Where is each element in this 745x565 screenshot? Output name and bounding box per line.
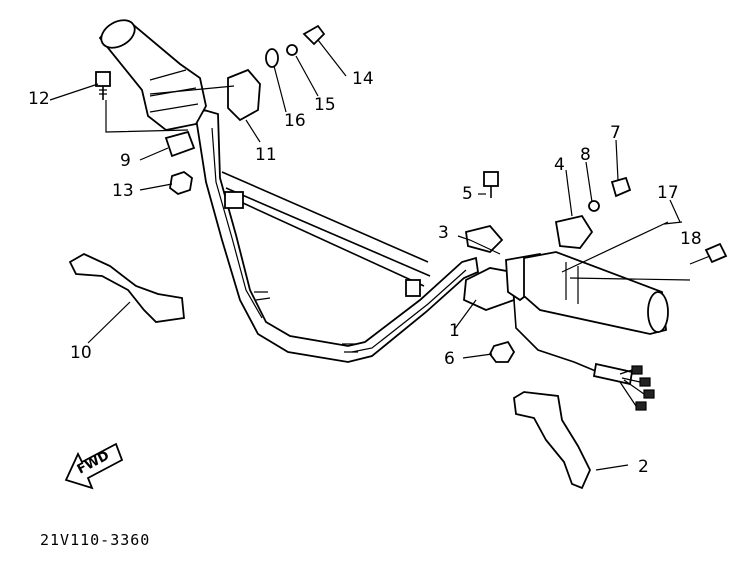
reference-code: 21V110-3360 (40, 531, 150, 549)
part-10-lever (68, 252, 185, 323)
callout-1: 1 (449, 321, 460, 341)
part-16-washer (265, 48, 279, 68)
fwd-direction-arrow: FWD (64, 442, 124, 490)
callout-labels: 1 2 3 4 5 6 7 8 9 10 11 12 13 14 15 16 1… (28, 69, 702, 477)
part-13-nut (169, 170, 193, 196)
callout-4: 4 (554, 155, 565, 175)
left-grip-housing (98, 19, 207, 131)
part-11-clamp (227, 68, 261, 122)
part-9-clamp (164, 130, 196, 158)
switch-cable (513, 299, 599, 373)
part-7-bolt (610, 176, 632, 198)
callout-7: 7 (610, 123, 621, 143)
callout-3: 3 (438, 223, 449, 243)
part-15-washer (286, 44, 298, 56)
callout-11: 11 (255, 145, 277, 165)
callout-18: 18 (680, 229, 702, 249)
callout-12: 12 (28, 89, 50, 109)
callout-5: 5 (462, 184, 473, 204)
part-8-washer (588, 200, 600, 212)
callout-6: 6 (444, 349, 455, 369)
callout-9: 9 (120, 151, 131, 171)
callout-17: 17 (657, 183, 679, 203)
part-12-bolt (95, 71, 111, 100)
right-grip (523, 251, 669, 335)
callout-15: 15 (314, 95, 336, 115)
callout-8: 8 (580, 145, 591, 165)
callout-13: 13 (112, 181, 134, 201)
callout-2: 2 (638, 457, 649, 477)
cable-connectors (592, 362, 655, 411)
part-2-lever (513, 391, 591, 490)
handlebar (195, 108, 479, 363)
leader-lines (49, 39, 711, 471)
part-4-clamp (554, 214, 594, 249)
part-18-screw (704, 242, 728, 264)
callout-10: 10 (70, 343, 92, 363)
part-6-nut (488, 340, 516, 363)
callout-16: 16 (284, 111, 306, 131)
part-3-bracket (464, 224, 504, 254)
callout-14: 14 (352, 69, 374, 89)
part-5-bolt (483, 171, 499, 198)
part-14-bolt (302, 24, 326, 46)
